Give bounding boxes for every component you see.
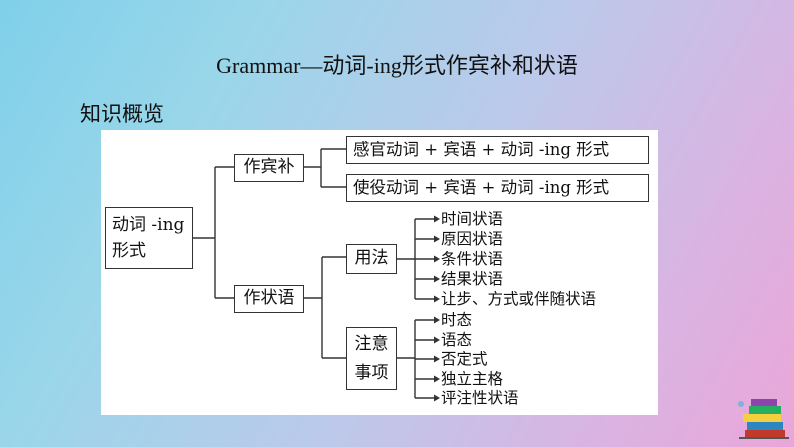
notes-item-comment: 评注性状语 (441, 389, 519, 407)
page-title: Grammar—动词-ing形式作宾补和状语 (216, 53, 578, 78)
usage-item-concession: 让步、方式或伴随状语 (441, 290, 597, 308)
notes-item-tense: 时态 (441, 311, 473, 329)
root-node: 动词 -ing 形式 (105, 207, 193, 269)
connector-lines (193, 148, 440, 402)
notes-node-line2: 事项 (354, 363, 389, 383)
root-node-line2: 形式 (112, 241, 146, 261)
notes-item-voice: 语态 (441, 331, 473, 349)
section-heading: 知识概览 (80, 102, 164, 126)
usage-item-reason: 原因状语 (441, 230, 504, 248)
notes-item-negative: 否定式 (441, 350, 488, 368)
mind-map-panel: 动词 -ing 形式 作宾补 感官动词 + 宾语 + 动词 -ing 形式 使役… (101, 130, 658, 415)
notes-node: 注意 事项 (346, 327, 397, 390)
pattern-causative-verb: 使役动词 + 宾语 + 动词 -ing 形式 (346, 174, 649, 202)
books-icon (738, 399, 789, 439)
pattern-sensory-verb: 感官动词 + 宾语 + 动词 -ing 形式 (346, 136, 649, 164)
usage-node: 用法 (346, 244, 397, 274)
notes-node-line1: 注意 (354, 334, 389, 354)
adverbial-node: 作状语 (234, 285, 304, 313)
notes-item-absolute: 独立主格 (441, 370, 504, 388)
complement-node: 作宾补 (234, 154, 304, 182)
usage-item-condition: 条件状语 (441, 250, 504, 268)
usage-item-time: 时间状语 (441, 210, 504, 228)
usage-item-result: 结果状语 (441, 270, 504, 288)
root-node-line1: 动词 -ing (112, 215, 185, 235)
